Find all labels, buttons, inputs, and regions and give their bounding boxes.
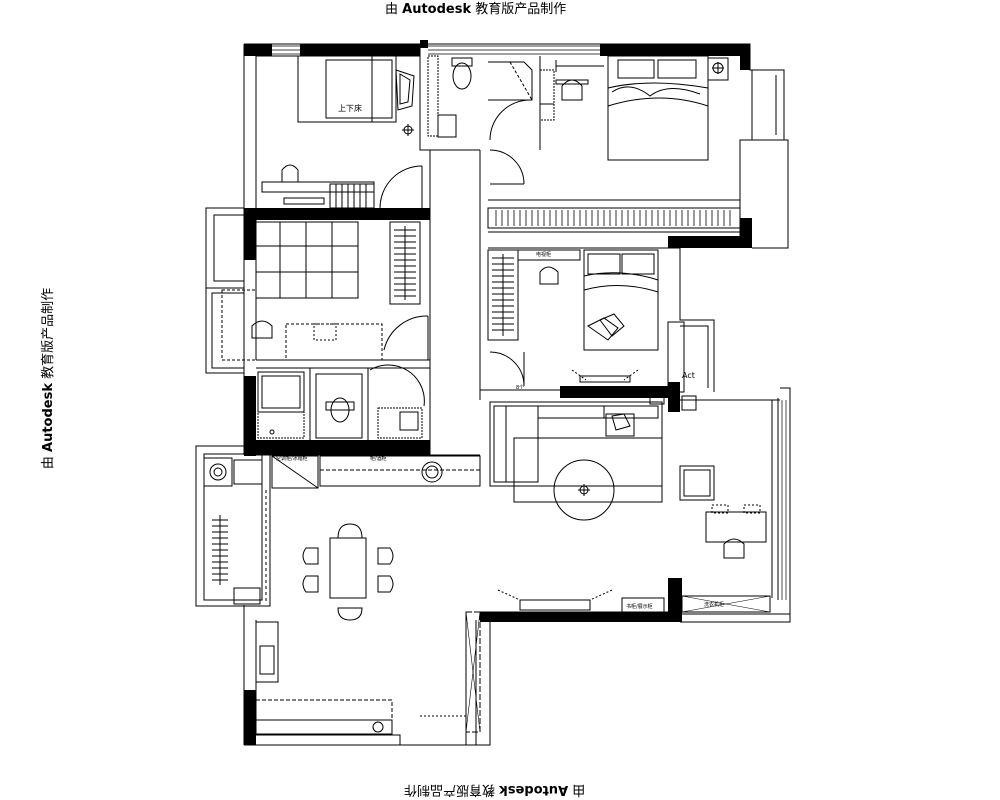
chair-icon — [251, 320, 273, 339]
master-bedroom — [489, 55, 729, 185]
dining-area — [302, 523, 394, 621]
watermark-top: 由 Autodesk 教育版产品制作 — [385, 2, 567, 17]
bathroom-1 — [427, 55, 555, 141]
door-swing — [489, 149, 525, 185]
sink-icon — [377, 407, 423, 439]
armchair — [679, 465, 715, 501]
outer-walls — [195, 43, 791, 746]
desk — [285, 323, 383, 361]
shelf-label-b: 柜/酒柜 — [370, 455, 387, 462]
bedroom-2 — [221, 221, 429, 361]
wardrobe-master — [487, 207, 741, 229]
door-swing — [489, 99, 531, 141]
coffee-table — [553, 459, 615, 521]
bunk-bed — [297, 55, 397, 123]
bunk-bed-label: 上下床 — [338, 103, 362, 113]
chair-icon — [723, 538, 745, 559]
sink-icon — [437, 114, 457, 138]
double-bed — [583, 249, 659, 351]
laundry-label: 洗衣机柜 — [704, 601, 724, 608]
door-swing — [379, 165, 423, 209]
chair-icon — [539, 266, 559, 285]
tv-cabinet-label: 电视柜 — [536, 251, 551, 258]
cabinet-grid — [255, 221, 359, 299]
living-room — [489, 395, 771, 613]
bedroom-3 — [487, 249, 659, 387]
nightstand — [707, 57, 729, 81]
balcony-laundry — [203, 457, 267, 605]
pillow — [395, 69, 415, 111]
bathroom-2 — [257, 364, 425, 439]
shelf-label-c: 书柜/展示柜 — [626, 603, 653, 610]
kitchen — [255, 611, 481, 735]
rug — [513, 437, 663, 503]
chair-icon — [281, 164, 299, 183]
bedroom-1 — [261, 55, 423, 209]
kitchen-counter — [271, 455, 481, 489]
toilet-icon — [452, 62, 472, 90]
interior-walls — [256, 56, 780, 613]
tv-cabinet — [519, 599, 591, 611]
door-swing — [369, 364, 425, 407]
door-swing — [489, 351, 525, 387]
sink-icon — [421, 461, 443, 483]
desk — [705, 511, 767, 543]
chair-icon — [561, 79, 583, 101]
chair-icon — [302, 547, 319, 565]
shelf-label-a: 空调柜/冰箱柜 — [276, 455, 308, 462]
door-swing — [383, 315, 429, 351]
structural-walls — [244, 40, 752, 745]
double-bed — [607, 55, 709, 161]
aircon-label: Act — [682, 371, 695, 380]
windows — [272, 45, 787, 600]
sofa — [489, 401, 663, 487]
stair-label: 8个 — [516, 385, 524, 391]
dining-table — [329, 537, 367, 599]
